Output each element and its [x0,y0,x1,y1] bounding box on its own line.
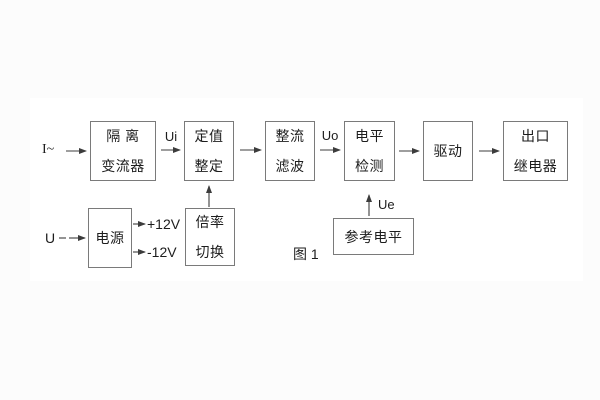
block-power-label: 电源 [95,230,125,246]
block-relay-line2: 继电器 [513,158,558,174]
label-ue-signal: Ue [378,197,395,212]
block-output-relay: 出口 继电器 [503,121,568,181]
block-isolation-transformer: 隔 离 变流器 [90,121,156,181]
block-rectifier-line1: 整流 [275,128,305,144]
block-level-detection: 电平 检测 [344,121,395,181]
block-level-line1: 电平 [355,128,384,144]
block-drive: 驱动 [423,121,473,181]
block-setting-line1: 定值 [194,128,224,144]
label-minus-12v: -12V [147,244,177,260]
label-plus-12v: +12V [147,216,181,232]
block-reference-label: 参考电平 [344,228,403,245]
block-relay-line1: 出口 [521,128,550,144]
block-multiplier-line1: 倍率 [195,214,225,230]
block-setting-line2: 整定 [194,158,224,174]
block-rectifier-filter: 整流 滤波 [265,121,315,181]
block-power-supply: 电源 [88,208,132,268]
block-isolation-line2: 变流器 [101,158,145,174]
block-level-line2: 检测 [355,158,384,174]
block-multiplier-switch: 倍率 切换 [185,208,235,266]
block-drive-label: 驱动 [433,143,463,159]
block-setting-adjustment: 定值 整定 [184,121,234,181]
block-multiplier-line2: 切换 [195,244,225,260]
label-ui-signal: Ui [164,129,178,144]
block-reference-level: 参考电平 [333,218,414,255]
block-rectifier-line2: 滤波 [275,158,305,174]
label-input-current: I~ [42,142,55,157]
figure-caption: 图 1 [293,246,319,262]
block-isolation-line1: 隔 离 [106,128,140,144]
label-input-voltage: U [45,230,56,246]
label-uo-signal: Uo [321,128,339,143]
